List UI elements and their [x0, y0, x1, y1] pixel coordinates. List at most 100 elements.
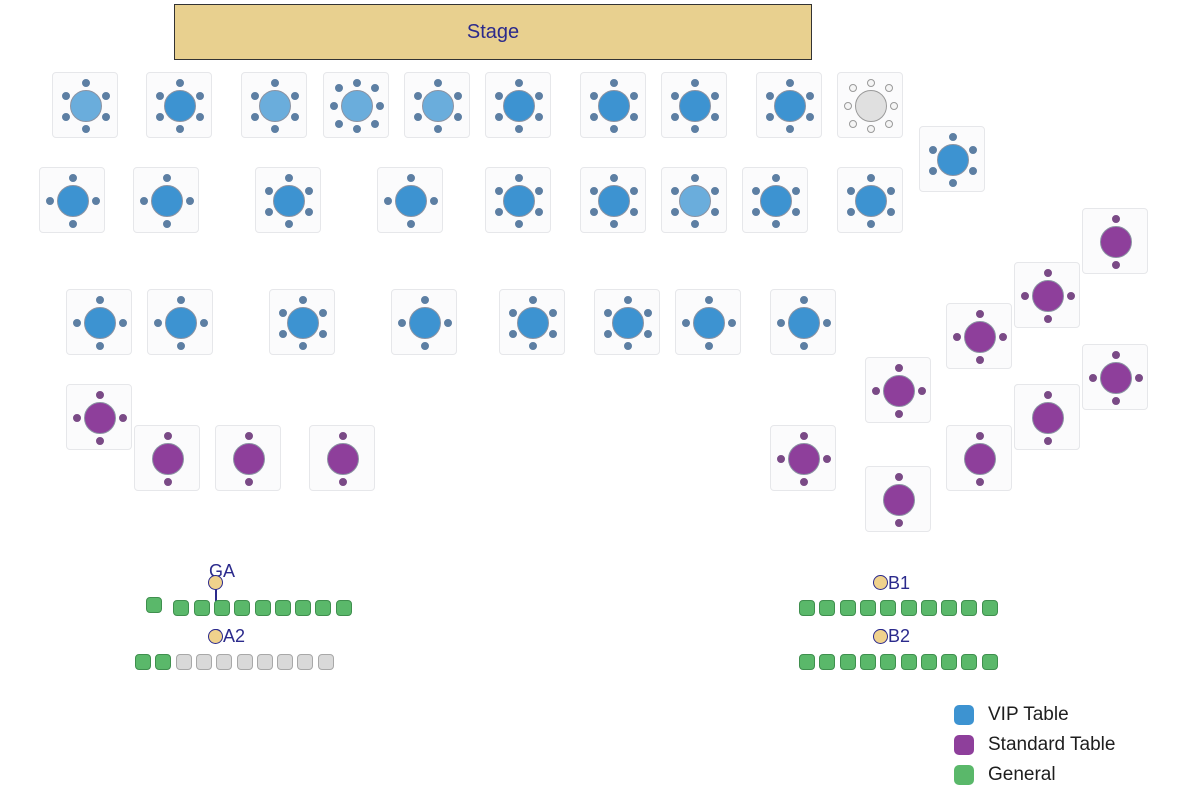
vip-table[interactable]	[594, 289, 660, 355]
vip-table[interactable]	[241, 72, 307, 138]
chair	[976, 356, 984, 364]
ga-seat[interactable]	[819, 654, 836, 670]
vip-table[interactable]	[39, 167, 105, 233]
ga-seat[interactable]	[335, 600, 352, 616]
ga-seat[interactable]	[213, 600, 230, 616]
vip-table[interactable]	[770, 289, 836, 355]
vip-table[interactable]	[485, 72, 551, 138]
standard-table[interactable]	[865, 466, 931, 532]
vip-table[interactable]	[837, 167, 903, 233]
ga-seat[interactable]	[173, 600, 190, 616]
ga-seat[interactable]	[941, 654, 958, 670]
ga-seat[interactable]	[941, 600, 958, 616]
chair	[705, 296, 713, 304]
chair	[624, 296, 632, 304]
ga-seat[interactable]	[317, 654, 334, 670]
standard-table[interactable]	[1082, 344, 1148, 410]
ga-seat[interactable]	[920, 654, 937, 670]
vip-table[interactable]	[391, 289, 457, 355]
ga-seat[interactable]	[274, 600, 291, 616]
vip-table[interactable]	[742, 167, 808, 233]
ga-seat[interactable]	[961, 600, 978, 616]
ga-seat[interactable]	[900, 654, 917, 670]
vip-table[interactable]	[485, 167, 551, 233]
vip-table[interactable]	[377, 167, 443, 233]
ga-seat[interactable]	[254, 600, 271, 616]
ga-seat[interactable]	[981, 600, 998, 616]
ga-seat[interactable]	[135, 654, 151, 670]
ga-seat[interactable]	[819, 600, 836, 616]
ga-seat[interactable]	[175, 654, 192, 670]
chair	[371, 84, 379, 92]
standard-table[interactable]	[1082, 208, 1148, 274]
table-top	[395, 185, 427, 217]
chair	[156, 92, 164, 100]
vip-table[interactable]	[255, 167, 321, 233]
standard-table[interactable]	[309, 425, 375, 491]
ga-seat[interactable]	[315, 600, 332, 616]
vip-table[interactable]	[675, 289, 741, 355]
standard-table[interactable]	[770, 425, 836, 491]
vip-table[interactable]	[580, 167, 646, 233]
ga-seat[interactable]	[961, 654, 978, 670]
ga-seat[interactable]	[297, 654, 314, 670]
chair	[319, 330, 327, 338]
chair	[495, 187, 503, 195]
table-top	[883, 484, 915, 516]
standard-table[interactable]	[215, 425, 281, 491]
stage: Stage	[174, 4, 812, 60]
ga-seat[interactable]	[900, 600, 917, 616]
chair	[800, 432, 808, 440]
table-top	[84, 402, 116, 434]
ga-seat[interactable]	[859, 654, 876, 670]
ga-seat[interactable]	[234, 600, 251, 616]
vip-table[interactable]	[661, 167, 727, 233]
table-top	[165, 307, 197, 339]
ga-seat[interactable]	[799, 654, 815, 670]
ga-seat[interactable]	[880, 654, 897, 670]
vip-table[interactable]	[66, 289, 132, 355]
ga-seat[interactable]	[859, 600, 876, 616]
standard-table[interactable]	[1014, 384, 1080, 450]
standard-table[interactable]	[134, 425, 200, 491]
vip-table[interactable]	[661, 72, 727, 138]
ga-seat[interactable]	[839, 654, 856, 670]
ga-seat[interactable]	[195, 654, 212, 670]
ga-seat[interactable]	[146, 597, 162, 613]
vip-table[interactable]	[919, 126, 985, 192]
unavailable-table[interactable]	[837, 72, 903, 138]
standard-table[interactable]	[865, 357, 931, 423]
ga-seat[interactable]	[799, 600, 815, 616]
ga-seat[interactable]	[981, 654, 998, 670]
table-top	[937, 144, 969, 176]
vip-table[interactable]	[756, 72, 822, 138]
vip-table[interactable]	[146, 72, 212, 138]
vip-table[interactable]	[133, 167, 199, 233]
ga-seat[interactable]	[155, 654, 172, 670]
legend: VIP Table Standard Table General	[954, 700, 1115, 790]
vip-table[interactable]	[147, 289, 213, 355]
chair	[890, 102, 898, 110]
ga-seat[interactable]	[295, 600, 312, 616]
ga-seat[interactable]	[920, 600, 937, 616]
chair	[999, 333, 1007, 341]
chair	[535, 187, 543, 195]
ga-seat[interactable]	[277, 654, 294, 670]
ga-seat[interactable]	[236, 654, 253, 670]
standard-table[interactable]	[946, 425, 1012, 491]
vip-table[interactable]	[52, 72, 118, 138]
standard-table[interactable]	[946, 303, 1012, 369]
vip-table[interactable]	[499, 289, 565, 355]
standard-table[interactable]	[66, 384, 132, 450]
vip-table[interactable]	[323, 72, 389, 138]
vip-table[interactable]	[269, 289, 335, 355]
standard-table[interactable]	[1014, 262, 1080, 328]
ga-seat[interactable]	[193, 600, 210, 616]
ga-seat[interactable]	[256, 654, 273, 670]
ga-seat[interactable]	[216, 654, 233, 670]
vip-table[interactable]	[404, 72, 470, 138]
vip-table[interactable]	[580, 72, 646, 138]
ga-seat[interactable]	[880, 600, 897, 616]
legend-label-general: General	[988, 764, 1056, 785]
ga-seat[interactable]	[839, 600, 856, 616]
